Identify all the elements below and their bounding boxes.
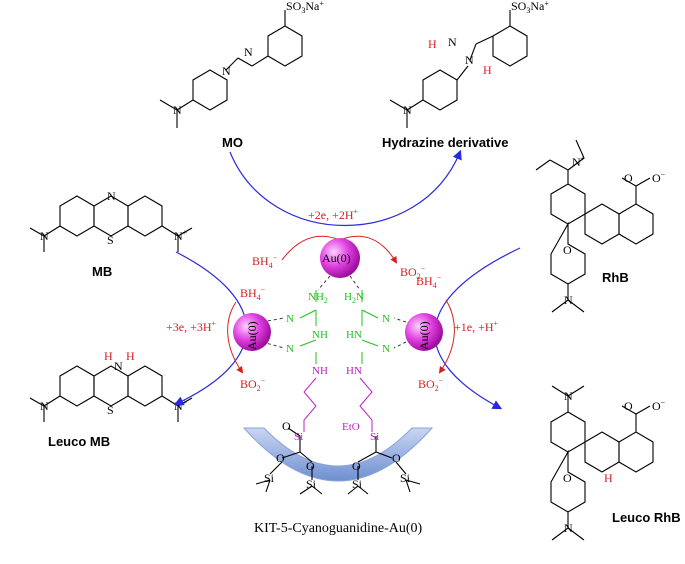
ligand-right-h2n: H2N — [344, 291, 364, 305]
leuco-mb-nme2-label: N — [40, 399, 49, 413]
support-o3: O — [306, 459, 315, 473]
mb-nme2-label: N — [40, 229, 49, 243]
au-left: Au(0) — [233, 313, 271, 351]
arrow-mo-to-hydrazine — [229, 149, 462, 227]
ligand-left: NH2 N NH N NH — [286, 290, 328, 377]
leuco-rhb-n2-label: N — [564, 521, 573, 535]
bo2-left: BO2− — [240, 376, 266, 393]
hyd-h2-label: H — [483, 63, 492, 77]
au-right-label: Au(0) — [417, 321, 431, 350]
mo-n2-label: N — [222, 64, 231, 78]
support-si3: Si — [264, 471, 275, 485]
label-mb: MB — [92, 264, 112, 279]
leuco-rhb-ominus-label: O− — [652, 398, 666, 413]
arrow-right-bo2 — [438, 299, 455, 374]
arrow-left-bo2 — [227, 301, 244, 374]
leuco-mb-h1-label: H — [104, 349, 113, 363]
au-left-label: Au(0) — [245, 321, 259, 350]
support-si6: Si — [400, 471, 411, 485]
ligand-left-linker-nh: NH — [312, 365, 328, 377]
au-top-label: Au(0) — [322, 251, 351, 265]
catalyst-caption: KIT-5-Cyanoguanidine-Au(0) — [254, 521, 423, 536]
si-left: Si — [294, 431, 303, 443]
bh4-top: BH4− — [252, 253, 278, 270]
rhb-o2-label: O — [624, 171, 633, 185]
leuco-rhb-molecule: N H O O O− N — [550, 385, 666, 541]
label-leuco-mb: Leuco MB — [48, 434, 110, 449]
bo2-top: BO2− — [400, 264, 426, 281]
hyd-so3na-label: SO3Na+ — [511, 0, 549, 15]
mb-nplus-label: N+ — [174, 228, 188, 243]
rhb-molecule: N+ O O O− N — [535, 139, 666, 313]
mo-nme2-label: N — [173, 103, 182, 117]
arrow-top-bh4 — [281, 235, 341, 261]
label-hydrazine: Hydrazine derivative — [382, 135, 508, 150]
support-o5: O — [392, 451, 401, 465]
hydrazine-molecule: SO3Na+ H N N H N — [389, 0, 549, 128]
support-si5: Si — [352, 477, 363, 491]
support-si4: Si — [306, 477, 317, 491]
mb-molecule: N S N N+ — [29, 189, 193, 252]
reagent-top: +2e, +2H+ — [308, 207, 359, 222]
leuco-mb-h2-label: H — [126, 349, 135, 363]
eto-label: EtO — [342, 421, 360, 433]
rhb-o-label: O — [563, 243, 572, 257]
mb-n-label: N — [107, 189, 116, 203]
reagent-left: +3e, +3H+ — [166, 319, 217, 334]
kit5-support — [242, 427, 434, 482]
linker-left — [303, 377, 317, 432]
si-right: Si — [370, 431, 379, 443]
rhb-net2-label: N — [564, 293, 573, 307]
support-o2: O — [276, 451, 285, 465]
au-right: Au(0) — [405, 313, 443, 351]
leuco-mb-molecule: H N H S N N+ — [29, 349, 193, 422]
ligand-right-n2: N — [382, 343, 390, 355]
ligand-right-n1: N — [382, 313, 390, 325]
leuco-mb-s-label: S — [107, 403, 114, 417]
ligand-right: H2N N HN N HN — [344, 290, 390, 377]
support-o1: O — [282, 419, 291, 433]
hyd-h1-label: H — [428, 37, 437, 51]
support-silanols: Si Si EtO O O O O O Si Si Si Si — [255, 419, 421, 495]
ligand-left-nh2: NH2 — [308, 291, 328, 305]
linker-right — [359, 377, 373, 432]
au-top: Au(0) — [320, 238, 360, 278]
ligand-left-n2: N — [286, 343, 294, 355]
bo2-right: BO2− — [418, 376, 444, 393]
mo-so3na-label: SO3Na+ — [286, 0, 324, 15]
ligand-left-nh: NH — [312, 329, 328, 341]
ligand-left-n1: N — [286, 313, 294, 325]
leuco-rhb-o2-label: O — [624, 399, 633, 413]
label-leuco-rhb: Leuco RhB — [612, 510, 681, 525]
leuco-rhb-n1-label: N — [564, 389, 573, 403]
rhb-ominus-label: O− — [652, 170, 666, 185]
leuco-mb-nplus-label: N+ — [174, 398, 188, 413]
bh4-right: BH4− — [416, 273, 442, 290]
label-mo: MO — [222, 135, 243, 150]
hyd-n1-label: N — [448, 35, 457, 49]
hyd-nme2-label: N — [403, 103, 412, 117]
label-rhb: RhB — [602, 270, 629, 285]
leuco-rhb-o-label: O — [563, 471, 572, 485]
mo-molecule: SO3Na+ N N N — [159, 0, 324, 128]
reagent-right: +1e, +H+ — [454, 319, 499, 334]
leuco-mb-n-label: N — [114, 359, 123, 373]
rhb-nplus-label: N+ — [572, 154, 586, 169]
leuco-rhb-h-label: H — [604, 471, 613, 485]
mo-n-label: N — [244, 45, 253, 59]
mb-s-label: S — [107, 233, 114, 247]
arrow-top-bo2 — [339, 235, 398, 264]
ligand-right-linker-hn: HN — [346, 365, 362, 377]
coordination-dashes — [261, 275, 407, 349]
support-o4: O — [352, 459, 361, 473]
ligand-right-hn: HN — [346, 329, 362, 341]
hyd-n2-label: N — [465, 53, 474, 67]
bh4-left: BH4− — [240, 285, 266, 302]
